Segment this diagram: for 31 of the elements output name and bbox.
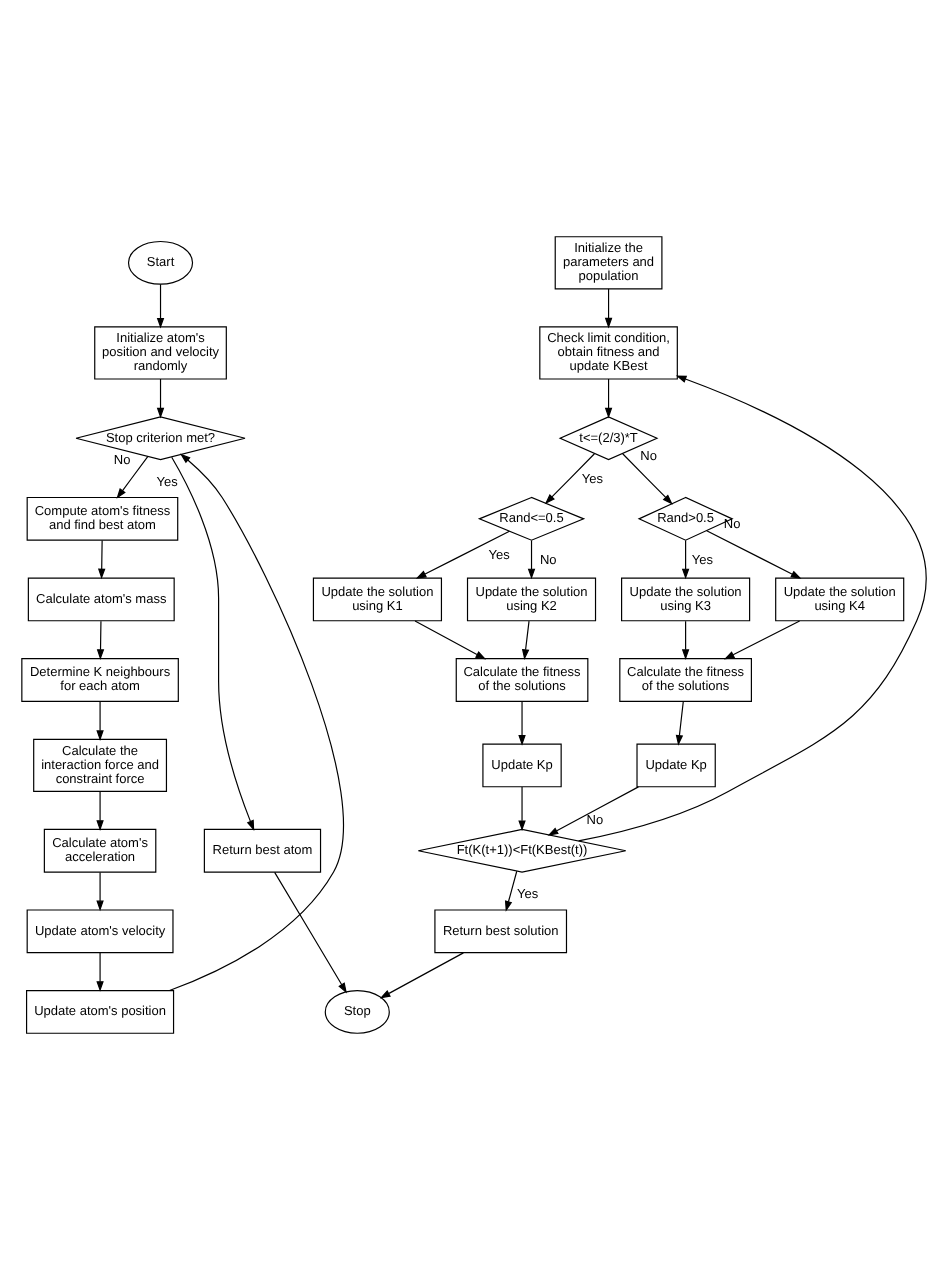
arrow [414,619,487,659]
arrow [681,619,690,659]
arrow [604,287,613,328]
arrow [96,700,104,740]
arrow [622,452,673,504]
arrow [504,869,518,911]
arrow [171,455,255,830]
arrow [169,452,345,991]
arrow [577,374,926,841]
arrow [274,870,347,993]
arrow [96,619,105,659]
arrow [97,539,106,579]
arrow [675,700,684,745]
arrow [96,789,104,830]
arrow [379,951,464,998]
arrow [604,377,613,418]
arrow [96,870,104,911]
arrow [547,785,640,835]
arrow [96,951,104,991]
arrow [544,452,596,504]
arrow [527,539,536,579]
arrow [518,785,526,831]
arrow [706,529,802,578]
arrow [521,619,530,659]
arrow [518,700,526,745]
arrow [723,619,801,659]
arrow [681,539,690,579]
arrow [156,377,165,418]
arrow [415,529,511,578]
arrow [116,454,149,498]
arrow [156,282,165,328]
